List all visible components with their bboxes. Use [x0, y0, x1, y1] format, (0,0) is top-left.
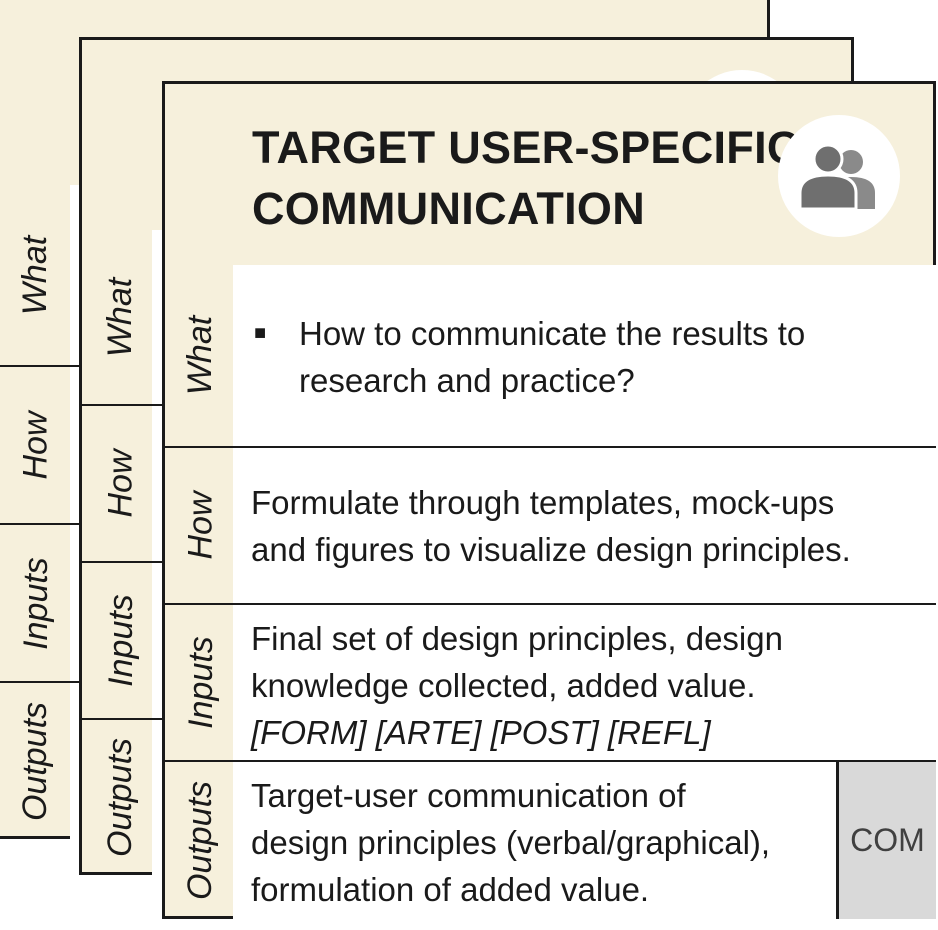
card-title: TARGET USER-SPECIFIC COMMUNICATION	[252, 117, 812, 239]
category-code: COM	[850, 822, 925, 858]
label-how: How	[181, 491, 220, 560]
label-what: What	[181, 315, 220, 396]
back-divider	[0, 681, 83, 683]
what-line-2: research and practice?	[299, 362, 635, 399]
back-label-how: How	[16, 410, 55, 480]
what-panel	[233, 265, 936, 446]
card-title-line-2: COMMUNICATION	[252, 183, 646, 234]
what-bullet: ■	[254, 322, 267, 344]
outputs-line-2: design principles (verbal/graphical),	[251, 824, 771, 861]
row-divider	[165, 603, 936, 605]
inputs-panel	[233, 605, 936, 760]
outputs-panel	[233, 762, 836, 919]
how-text: Formulate through templates, mock-ups an…	[251, 479, 851, 573]
back-label-inputs: Inputs	[16, 556, 55, 650]
inputs-tags: [FORM] [ARTE] [POST] [REFL]	[251, 714, 711, 751]
middle-label-inputs: Inputs	[101, 594, 140, 687]
back-label-what: What	[16, 235, 55, 315]
inputs-line-2: knowledge collected, added value.	[251, 667, 756, 704]
middle-label-what: What	[101, 277, 140, 357]
what-line-1: How to communicate the results to	[299, 315, 806, 352]
back-divider	[0, 365, 83, 367]
how-line-1: Formulate through templates, mock-ups	[251, 484, 835, 521]
middle-label-how: How	[101, 449, 140, 518]
users-icon	[798, 143, 875, 209]
label-outputs: Outputs	[181, 780, 220, 901]
inputs-text: Final set of design principles, design k…	[251, 615, 783, 756]
code-separator	[836, 762, 839, 919]
front-card: TARGET USER-SPECIFIC COMMUNICATION What …	[162, 81, 936, 919]
card-title-line-1: TARGET USER-SPECIFIC	[252, 122, 800, 173]
how-line-2: and figures to visualize design principl…	[251, 531, 851, 568]
outputs-text: Target-user communication of design prin…	[251, 772, 770, 913]
outputs-line-1: Target-user communication of	[251, 777, 686, 814]
middle-label-outputs: Outputs	[101, 737, 140, 858]
row-divider	[165, 760, 936, 762]
outputs-line-3: formulation of added value.	[251, 871, 650, 908]
label-inputs: Inputs	[181, 636, 220, 729]
users-icon-badge	[778, 115, 900, 237]
middle-divider	[82, 561, 172, 563]
inputs-line-1: Final set of design principles, design	[251, 620, 783, 657]
middle-divider	[82, 718, 172, 720]
row-divider	[165, 446, 936, 448]
category-code-badge: COM	[839, 762, 936, 919]
back-divider	[0, 523, 83, 525]
what-text: How to communicate the results to resear…	[299, 310, 805, 404]
back-label-outputs: Outputs	[16, 701, 55, 821]
middle-divider	[82, 404, 172, 406]
how-panel	[233, 448, 936, 603]
